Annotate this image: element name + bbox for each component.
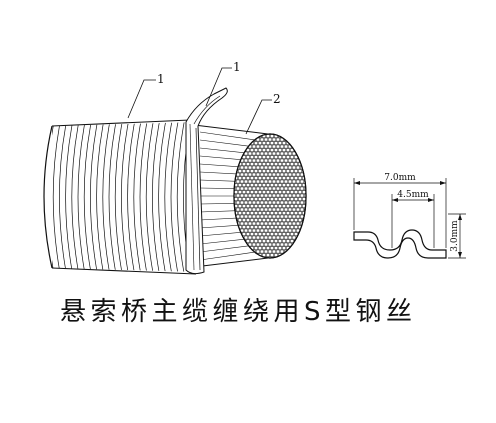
leader-main-cable: 2 xyxy=(245,92,281,135)
dim-width-outer-label: 7.0mm xyxy=(384,173,416,183)
leader-wire-strip: 1 xyxy=(205,60,241,107)
figure-caption: 悬索桥主缆缠绕用S型钢丝 xyxy=(60,297,417,327)
cable-end-face xyxy=(233,133,307,259)
dim-height: 3.0mm xyxy=(448,213,466,259)
leader-wire-outer: 1 xyxy=(127,72,165,119)
wrapped-section xyxy=(43,119,198,275)
label-main-cable: 2 xyxy=(273,92,281,106)
label-wire-strip: 1 xyxy=(233,60,241,74)
dim-width-inner-label: 4.5mm xyxy=(397,190,429,200)
dim-width-inner: 4.5mm xyxy=(392,190,434,202)
unwinding-strip xyxy=(185,87,228,275)
dim-width-outer: 7.0mm xyxy=(354,173,446,185)
s-wire-profile xyxy=(353,229,447,259)
cable-illustration: 1 1 2 xyxy=(43,60,307,275)
s-wire-cross-section: 7.0mm 4.5mm 3.0mm xyxy=(353,173,466,259)
dim-height-label: 3.0mm xyxy=(450,220,460,252)
label-wire-outer: 1 xyxy=(157,72,165,86)
